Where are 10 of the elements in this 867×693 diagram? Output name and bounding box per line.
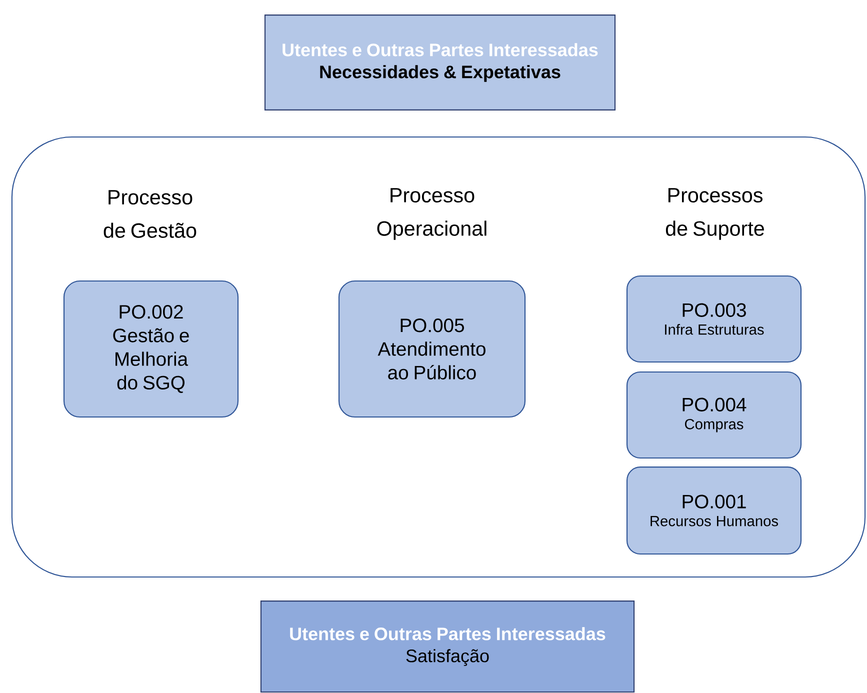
process-box: PO.001 Recursos Humanos xyxy=(626,466,802,554)
column-heading: Processo de Gestão xyxy=(104,190,196,238)
column-heading: Processo Operacional xyxy=(377,188,486,240)
process-box: PO.003 Infra Estruturas xyxy=(626,275,802,363)
stakeholder-box: Utentes e Outras Partes Interessadas Satisfação xyxy=(260,600,635,692)
process-box: PO.004 Compras xyxy=(626,371,802,459)
process-box: PO.005 Atendimento ao Público xyxy=(338,280,526,418)
stakeholder-box: Utentes e Outras Partes Interessadas Necessidades & Expetativas xyxy=(264,14,616,110)
column-heading: Processos de Suporte xyxy=(666,188,764,240)
process-box: PO.002 Gestão e Melhoria do SGQ xyxy=(63,280,239,418)
